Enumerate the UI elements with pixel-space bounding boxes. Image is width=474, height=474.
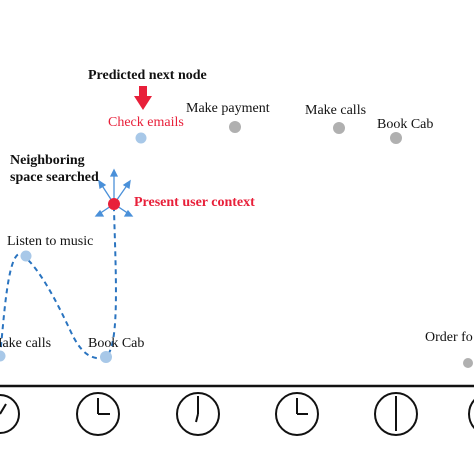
node-make-calls-bottom[interactable] xyxy=(0,350,6,362)
clock-icon xyxy=(176,392,220,436)
node-check-emails[interactable] xyxy=(135,132,147,144)
node-present-context[interactable] xyxy=(108,198,120,210)
neighboring-space-label-line2: space searched xyxy=(10,170,99,185)
node-book-cab-top[interactable] xyxy=(390,132,402,144)
node-make-calls-top[interactable] xyxy=(333,122,345,134)
book-cab-top-label: Book Cab xyxy=(377,117,434,132)
node-order-food[interactable] xyxy=(463,358,473,368)
clock-icon xyxy=(468,398,474,430)
order-food-label: Order fo xyxy=(425,330,473,345)
node-listen-to-music[interactable] xyxy=(20,250,32,262)
book-cab-bottom-label: Book Cab xyxy=(88,336,145,351)
node-make-payment[interactable] xyxy=(229,121,241,133)
make-calls-bottom-label: Make calls xyxy=(0,336,52,351)
listen-to-music-label: Listen to music xyxy=(7,234,94,249)
neighboring-space-label-line1: Neighboring xyxy=(10,153,85,168)
present-user-context-label: Present user context xyxy=(134,195,255,210)
make-payment-label: Make payment xyxy=(186,101,270,116)
clock-icon xyxy=(0,394,20,434)
node-book-cab-bottom[interactable] xyxy=(100,351,112,363)
check-emails-label: Check emails xyxy=(108,115,184,130)
user-trajectory-path xyxy=(0,209,117,360)
make-calls-top-label: Make calls xyxy=(305,103,367,118)
predicted-next-node-label: Predicted next node xyxy=(88,68,207,83)
clock-icon xyxy=(275,392,319,436)
clock-icon xyxy=(374,392,418,436)
clock-icon xyxy=(76,392,120,436)
arrow-down-icon xyxy=(134,86,152,110)
